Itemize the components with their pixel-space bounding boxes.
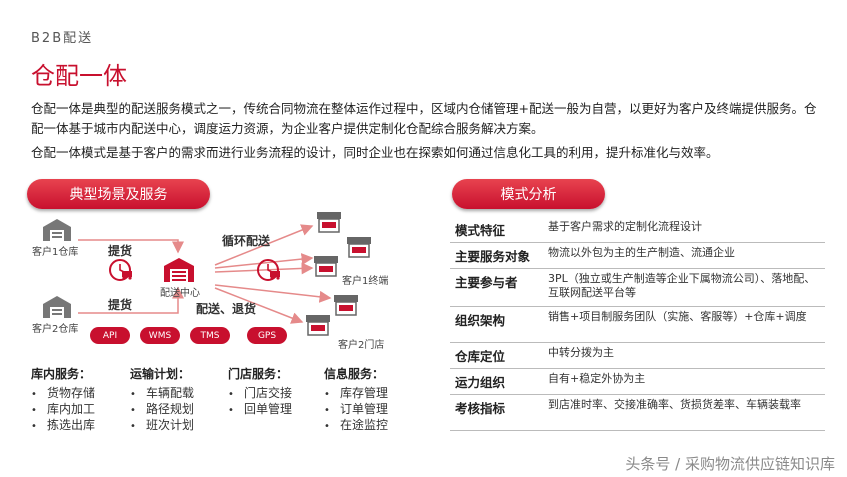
warehouse-icon [43,219,71,241]
service-title: 信息服务： [324,367,385,381]
row-key: 主要参与者 [450,268,543,307]
pickup-label-1: 提货 [108,244,133,258]
truck-clock-icon [257,259,280,281]
row-key: 运力组织 [450,368,543,395]
analysis-heading-pill: 模式分析 [452,179,605,209]
table-row: 主要参与者 3PL（独立或生产制造等企业下属物流公司）、落地配、互联网配送平台等 [450,268,825,307]
service-block-transport: 运输计划： 车辆配载 路径规划 班次计划 [130,365,194,434]
service-block-store: 门店服务： 门店交接 回单管理 [228,365,292,418]
service-item: 订单管理 [324,402,388,418]
distribution-center-icon [164,258,194,282]
service-item: 路径规划 [130,402,194,418]
mode-analysis-table: 模式特征 基于客户需求的定制化流程设计 主要服务对象 物流以外包为主的生产制造、… [450,217,825,431]
arrow-center-to-terminal-top [214,224,314,266]
service-item: 回单管理 [228,402,292,418]
store-icon [347,237,371,258]
row-value: 自有+稳定外协为主 [543,368,825,395]
customer1-terminal-label: 客户1终端 [342,276,389,287]
arrow-warehouse1-to-center [78,239,184,254]
table-row: 组织架构 销售+项目制服务团队（实施、客服等）+仓库+调度 [450,306,825,343]
customer2-warehouse-label: 客户2仓库 [32,324,79,335]
tech-tag-api: API [90,327,130,344]
row-key: 组织架构 [450,306,543,343]
service-item: 库存管理 [324,386,388,402]
row-value: 到店准时率、交接准确率、货损货差率、车辆装载率 [543,394,825,431]
loop-delivery-label: 循环配送 [222,234,271,248]
customer2-store-label: 客户2门店 [338,340,385,351]
row-value: 3PL（独立或生产制造等企业下属物流公司）、落地配、互联网配送平台等 [543,268,825,307]
table-row: 仓库定位 中转分拨为主 [450,342,825,369]
service-item: 车辆配载 [130,386,194,402]
table-row: 运力组织 自有+稳定外协为主 [450,368,825,395]
customer1-warehouse-label: 客户1仓库 [32,247,79,258]
service-item: 门店交接 [228,386,292,402]
service-item: 货物存储 [31,386,95,402]
truck-clock-icon [109,259,132,281]
analysis-heading-text: 模式分析 [500,187,557,203]
row-value: 中转分拨为主 [543,342,825,369]
row-key: 模式特征 [450,217,543,243]
arrow-center-to-terminal-low [214,262,314,275]
service-item: 在途监控 [324,418,388,434]
logistics-diagram: 客户1仓库 客户2仓库 提货 提货 配送中心 循环配送 配送、退货 [0,210,440,360]
pickup-label-2: 提货 [108,298,133,312]
row-key: 仓库定位 [450,342,543,369]
service-block-info: 信息服务： 库存管理 订单管理 在途监控 [324,365,388,434]
store-icon [314,256,338,277]
section-label: B2B配送 [31,31,94,46]
page-title: 仓配一体 [31,62,127,90]
row-key: 主要服务对象 [450,242,543,269]
service-item: 库内加工 [31,402,95,418]
store-icon [334,295,358,316]
delivery-return-label: 配送、退货 [196,302,257,316]
distribution-center-label: 配送中心 [160,288,200,299]
table-row: 考核指标 到店准时率、交接准确率、货损货差率、车辆装载率 [450,394,825,431]
scenario-heading-pill: 典型场景及服务 [27,179,210,209]
intro-paragraph-1: 仓配一体是典型的配送服务模式之一，传统合同物流在整体运作过程中，区域内仓储管理+… [31,101,817,136]
table-row: 模式特征 基于客户需求的定制化流程设计 [450,217,825,243]
table-row: 主要服务对象 物流以外包为主的生产制造、流通企业 [450,242,825,269]
service-item: 拣选出库 [31,418,95,434]
service-title: 门店服务： [228,367,289,381]
service-block-warehouse: 库内服务： 货物存储 库内加工 拣选出库 [31,365,95,434]
service-title: 库内服务： [31,367,92,381]
watermark: 头条号 / 采购物流供应链知识库 [625,455,835,473]
arrow-warehouse2-to-center [78,286,184,314]
row-value: 物流以外包为主的生产制造、流通企业 [543,242,825,269]
row-value: 销售+项目制服务团队（实施、客服等）+仓库+调度 [543,306,825,343]
row-key: 考核指标 [450,394,543,431]
arrow-center-to-store-top [214,284,332,303]
tech-tag-tms: TMS [190,327,230,344]
intro-paragraph-2: 仓配一体模式是基于客户的需求而进行业务流程的设计，同时企业也在探索如何通过信息化… [31,145,719,160]
diagram-arrows [78,224,332,324]
tech-tag-gps: GPS [247,327,287,344]
service-item: 班次计划 [130,418,194,434]
scenario-heading-text: 典型场景及服务 [69,187,168,203]
row-value: 基于客户需求的定制化流程设计 [543,217,825,243]
arrow-center-to-terminal-mid [214,253,314,269]
store-icon [306,315,330,336]
service-title: 运输计划： [130,367,191,381]
tech-tag-wms: WMS [140,327,180,344]
store-icon [317,212,341,233]
arrow-center-to-store-low [214,287,304,324]
warehouse-icon [43,296,71,318]
